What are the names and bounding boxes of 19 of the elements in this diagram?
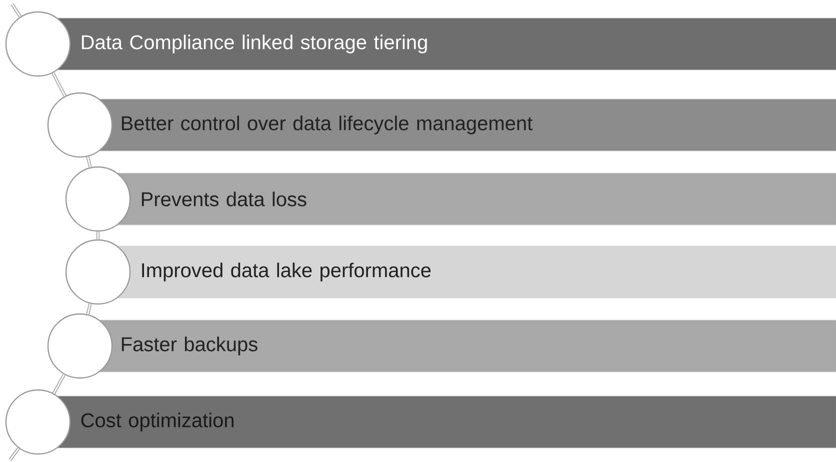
text-band: Faster backups (80, 320, 836, 372)
circle (47, 92, 113, 158)
circle (65, 239, 131, 305)
connector-line (8, 447, 20, 461)
connector-line (52, 72, 66, 97)
text-band: Better control over data lifecycle management (80, 98, 836, 152)
connector-line (96, 232, 100, 240)
circle (47, 313, 113, 379)
connector-line (10, 3, 22, 18)
circle (5, 389, 71, 455)
connector-line (86, 303, 92, 315)
connector-line (52, 374, 66, 394)
text-band: Improved data lake performance (98, 246, 836, 298)
circle (65, 166, 131, 232)
text-band: Prevents data loss (98, 172, 836, 226)
text-band: Cost optimization (38, 396, 836, 448)
text-band: Data Compliance linked storage tiering (38, 18, 836, 70)
circle (5, 11, 71, 77)
connector-line (86, 156, 92, 168)
